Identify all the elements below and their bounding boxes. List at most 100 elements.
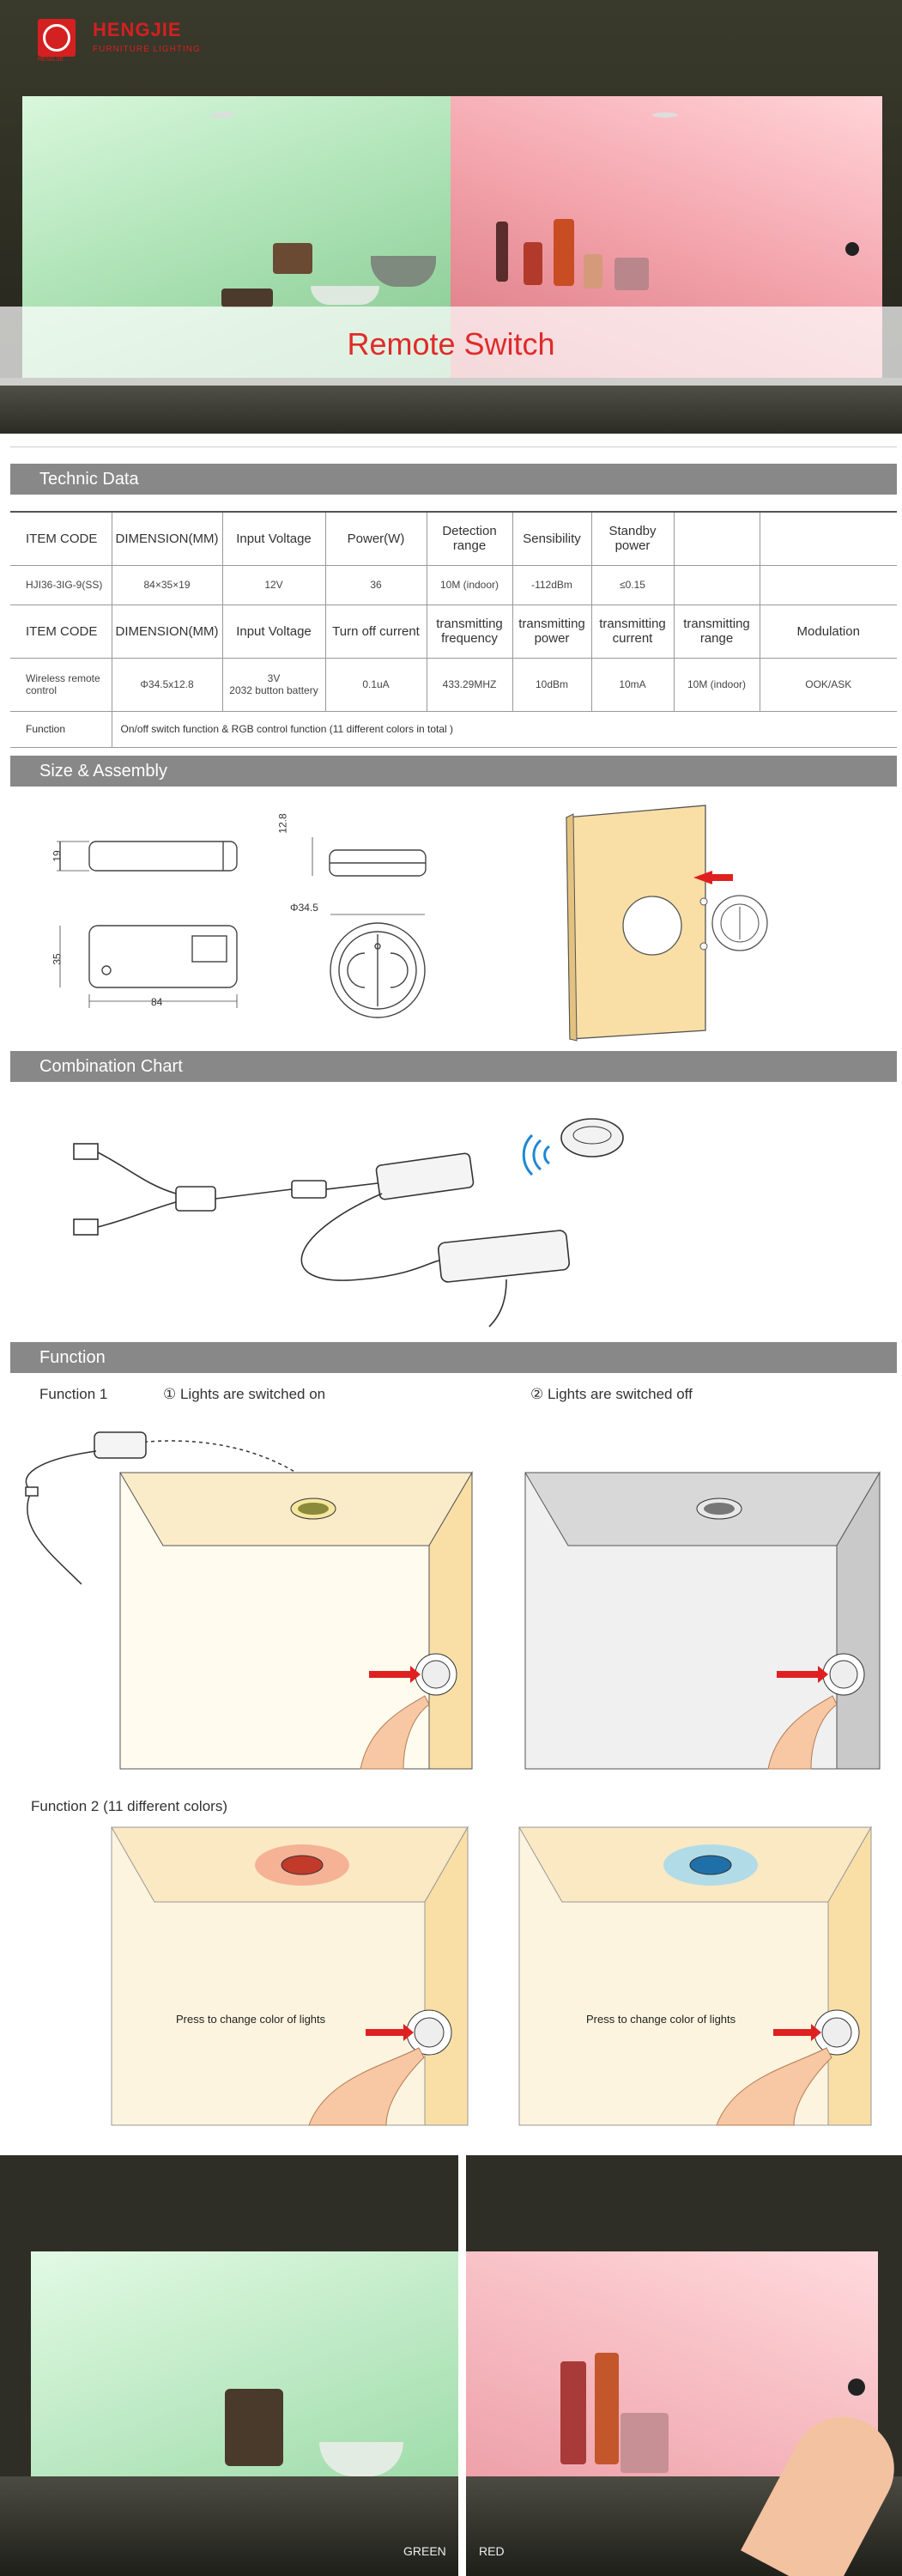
table-header-cell: Standby power (590, 511, 674, 566)
table-header-cell: Turn off current (324, 604, 427, 659)
title-band (0, 307, 902, 386)
press-arrow-icon (818, 1666, 828, 1683)
function-1-off-caption: ② Lights are switched off (530, 1386, 693, 1402)
press-arrow-icon (410, 1666, 421, 1683)
table-cell: 10M (indoor) (426, 564, 512, 605)
function-1-on-caption: ① Lights are switched on (163, 1386, 326, 1402)
section-title: Size & Assembly (39, 762, 167, 781)
remote-icon (560, 1118, 624, 1157)
dim-width-84: 84 (151, 996, 163, 1008)
section-combination-chart: Combination Chart (10, 1051, 897, 1082)
function-1-drawing (25, 1431, 881, 1770)
bottle-prop (554, 219, 574, 286)
table-cell: 10dBm (512, 657, 591, 712)
bottle-prop (560, 2361, 586, 2464)
hand-icon (716, 2047, 832, 2126)
table-header-cell (759, 511, 897, 566)
table-header-cell: DIMENSION(MM) (111, 604, 222, 659)
press-caption-left: Press to change color of lights (176, 2013, 326, 2026)
brand-logo (38, 19, 76, 57)
blue-lamp-icon (689, 1855, 732, 1875)
jar-prop (225, 2389, 283, 2466)
hand-icon (360, 1695, 430, 1770)
table-header-cell: Modulation (759, 604, 897, 659)
ceiling-lamp (652, 112, 678, 118)
press-caption-right: Press to change color of lights (586, 2013, 736, 2026)
hand-icon (308, 2047, 425, 2126)
bottle-prop (524, 242, 542, 285)
bottle-prop (496, 222, 508, 282)
assembly-drawing (57, 805, 768, 1042)
section-title: Technic Data (39, 470, 139, 489)
dim-height-19: 19 (51, 850, 64, 862)
remote-switch-mounted (845, 242, 859, 256)
table-cell: 36 (324, 564, 427, 605)
section-title: Function (39, 1348, 106, 1367)
table-cell: 84×35×19 (111, 564, 222, 605)
utensil-holder-prop (621, 2413, 669, 2473)
table-header-cell: transmitting range (673, 604, 760, 659)
table-cell: HJI36-3IG-9(SS) (10, 564, 112, 605)
table-cell: ≤0.15 (590, 564, 674, 605)
table-cell (673, 564, 760, 605)
function-1-label: Function 1 (39, 1386, 108, 1402)
section-function: Function (10, 1342, 897, 1373)
table-header-cell: ITEM CODE (10, 511, 112, 566)
table-cell (759, 564, 897, 605)
bowl-prop (221, 289, 273, 307)
photo-divider (458, 2155, 466, 2576)
jar-prop (584, 254, 602, 289)
table-header-cell: Input Voltage (221, 604, 325, 659)
table-cell: Φ34.5x12.8 (111, 657, 222, 712)
hero-banner: Remote Switch HENGJIE FURNITURE LIGHTING… (0, 0, 902, 434)
press-arrow-icon (403, 2024, 414, 2041)
wireless-signal-icon (522, 1133, 550, 1176)
green-photo (0, 2155, 458, 2576)
table-header-cell: DIMENSION(MM) (111, 511, 222, 566)
ceiling-lamp (210, 112, 236, 118)
dim-thickness-12-8: 12.8 (276, 813, 289, 834)
table-header-cell (673, 511, 760, 566)
function-2-label: Function 2 (11 different colors) (31, 1798, 227, 1814)
countertop (0, 2476, 458, 2576)
hand-icon (767, 1695, 838, 1770)
function-2-drawing (111, 1826, 872, 2126)
table-header-cell: transmitting power (512, 604, 591, 659)
footer-label-green: GREEN (403, 2544, 446, 2558)
jar-prop (273, 243, 312, 274)
brand-tagline: FURNITURE LIGHTING (93, 45, 201, 54)
table-cell: 433.29MHZ (426, 657, 512, 712)
table-cell: 0.1uA (324, 657, 427, 712)
combination-drawing (73, 1118, 624, 1327)
table-header-cell: Sensibility (512, 511, 591, 566)
function-label-cell: Function (10, 710, 112, 748)
dim-diameter-34-5: Φ34.5 (290, 902, 318, 914)
footer-label-red: RED (479, 2544, 505, 2558)
table-header-cell: transmitting current (590, 604, 674, 659)
bottle-prop (595, 2353, 619, 2464)
section-technic-data: Technic Data (10, 464, 897, 495)
countertop (0, 378, 902, 434)
table-cell: 3V 2032 button battery (221, 657, 325, 712)
table-header-cell: transmitting frequency (426, 604, 512, 659)
press-arrow-icon (811, 2024, 821, 2041)
bowl-prop (371, 256, 436, 287)
red-lamp-icon (281, 1855, 324, 1875)
dim-height-35: 35 (51, 953, 64, 965)
table-cell: 12V (221, 564, 325, 605)
spec-table: ITEM CODE DIMENSION(MM) Input Voltage Po… (10, 511, 897, 748)
section-title: Combination Chart (39, 1057, 183, 1076)
brand-name: HENGJIE (93, 19, 182, 40)
brand-mark-text: HENGJIE (38, 57, 64, 63)
table-cell: 10M (indoor) (673, 657, 760, 712)
remote-switch-mounted (848, 2379, 865, 2396)
section-size-assembly: Size & Assembly (10, 756, 897, 787)
table-header-cell: Detection range (426, 511, 512, 566)
table-header-cell: Power(W) (324, 511, 427, 566)
function-text-cell: On/off switch function & RGB control fun… (111, 710, 897, 748)
table-cell: -112dBm (512, 564, 591, 605)
table-cell: OOK/ASK (759, 657, 897, 712)
table-cell: Wireless remote control (10, 657, 112, 712)
hero-title: Remote Switch (347, 326, 555, 361)
logo-mark-icon (43, 24, 70, 52)
